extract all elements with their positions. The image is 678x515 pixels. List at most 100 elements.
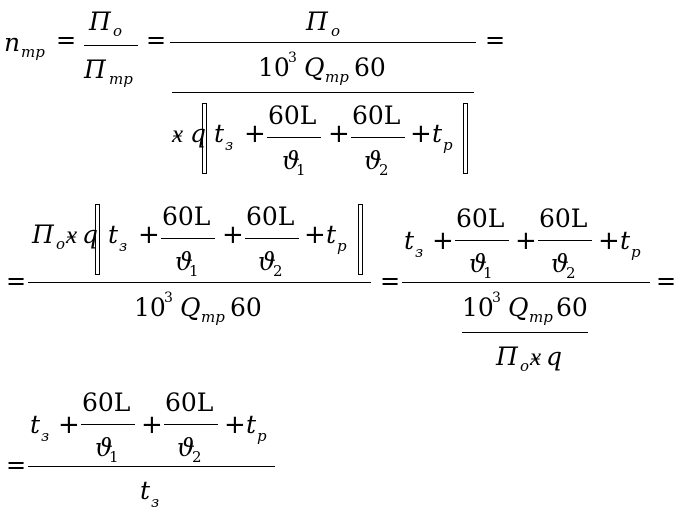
kappa-symbol: ӿ: [172, 119, 184, 148]
right-bracket: [463, 103, 468, 174]
sub-z: з: [119, 237, 128, 255]
fraction-bar: [351, 137, 405, 139]
pi-symbol: П: [496, 342, 518, 371]
q-capital: Q: [304, 53, 325, 82]
t-symbol: t: [140, 476, 151, 505]
sixty-l: 60L: [246, 202, 295, 231]
theta-symbol: ϑ: [282, 146, 300, 175]
theta-symbol: ϑ: [177, 433, 195, 462]
fraction-bar: [84, 45, 138, 47]
sub-o: о: [520, 357, 530, 375]
sub-2: 2: [192, 448, 202, 466]
sup-3: 3: [492, 290, 501, 306]
sub-2: 2: [566, 264, 576, 282]
sub-tr: тр: [201, 308, 225, 326]
theta-symbol: ϑ: [258, 247, 276, 276]
sup-3: 3: [164, 290, 173, 306]
fraction-bar: [267, 137, 321, 139]
plus-sign: +: [515, 226, 537, 256]
fraction-bar: [28, 466, 275, 468]
plus-sign: +: [410, 119, 432, 149]
sub-tr: тр: [109, 70, 133, 88]
equals-sign: =: [485, 26, 506, 54]
power-ten: 10: [258, 53, 290, 82]
plus-sign: +: [58, 410, 80, 440]
t-symbol: t: [404, 226, 415, 255]
sub-z: з: [41, 427, 50, 445]
kappa-symbol: ӿ: [530, 342, 542, 371]
t-symbol: t: [214, 119, 225, 148]
fraction-bar: [81, 424, 135, 426]
sub-2: 2: [379, 161, 389, 179]
plus-sign: +: [328, 119, 350, 149]
equals-sign: =: [6, 267, 27, 295]
power-ten: 10: [134, 293, 166, 322]
left-bracket: [202, 103, 207, 174]
t-symbol: t: [30, 410, 41, 439]
fraction-bar: [245, 238, 299, 240]
fraction-bar: [161, 238, 215, 240]
theta-symbol: ϑ: [95, 433, 113, 462]
sub-1: 1: [109, 448, 119, 466]
q-symbol: q: [546, 342, 563, 371]
plus-sign: +: [244, 119, 266, 149]
q-capital: Q: [180, 293, 201, 322]
sub-1: 1: [483, 264, 493, 282]
sub-2: 2: [273, 262, 283, 280]
sub-r: р: [443, 136, 453, 154]
sixty-l: 60L: [162, 202, 211, 231]
plus-sign: +: [138, 220, 160, 250]
sub-o: о: [331, 22, 341, 40]
sub-1: 1: [189, 262, 199, 280]
t-symbol: t: [620, 226, 631, 255]
sixty-l: 60L: [539, 204, 588, 233]
sixty-l: 60L: [268, 101, 317, 130]
pi-symbol: П: [84, 55, 106, 84]
sub-r: р: [631, 243, 641, 261]
equals-sign: =: [6, 451, 27, 479]
fraction-bar: [28, 282, 371, 284]
fraction-bar: [402, 282, 650, 284]
sub-z: з: [225, 136, 234, 154]
sub-tr: тр: [529, 308, 553, 326]
right-bracket: [358, 204, 363, 275]
equals-sign: =: [56, 26, 77, 54]
sub-z: з: [151, 493, 160, 511]
fraction-bar: [538, 240, 592, 242]
kappa-symbol: ӿ: [66, 220, 78, 249]
sixty: 60: [354, 53, 386, 82]
fraction-bar: [164, 424, 218, 426]
sub-o: о: [56, 235, 66, 253]
fraction-bar: [172, 92, 474, 94]
plus-sign: +: [141, 410, 163, 440]
sub-z: з: [415, 243, 424, 261]
sixty-l: 60L: [352, 101, 401, 130]
plus-sign: +: [224, 410, 246, 440]
sub-r: р: [337, 237, 347, 255]
q-capital: Q: [508, 293, 529, 322]
plus-sign: +: [432, 226, 454, 256]
t-symbol: t: [326, 220, 337, 249]
sixty-l: 60L: [82, 388, 131, 417]
t-symbol: t: [246, 410, 257, 439]
pi-symbol: П: [306, 7, 328, 36]
sub-r: р: [257, 427, 267, 445]
t-symbol: t: [108, 220, 119, 249]
theta-symbol: ϑ: [364, 146, 382, 175]
sixty: 60: [230, 293, 262, 322]
sixty: 60: [556, 293, 588, 322]
theta-symbol: ϑ: [469, 249, 487, 278]
t-symbol: t: [432, 119, 443, 148]
theta-symbol: ϑ: [551, 249, 569, 278]
power-ten: 10: [462, 293, 494, 322]
pi-symbol: П: [89, 7, 111, 36]
n-symbol: n: [4, 28, 21, 57]
sixty-l: 60L: [456, 204, 505, 233]
fraction-bar: [170, 42, 476, 44]
theta-symbol: ϑ: [175, 247, 193, 276]
sub-1: 1: [296, 161, 306, 179]
sub-tr: тр: [325, 68, 349, 86]
fraction-bar: [462, 332, 588, 334]
equals-sign: =: [146, 26, 167, 54]
sixty-l: 60L: [165, 388, 214, 417]
